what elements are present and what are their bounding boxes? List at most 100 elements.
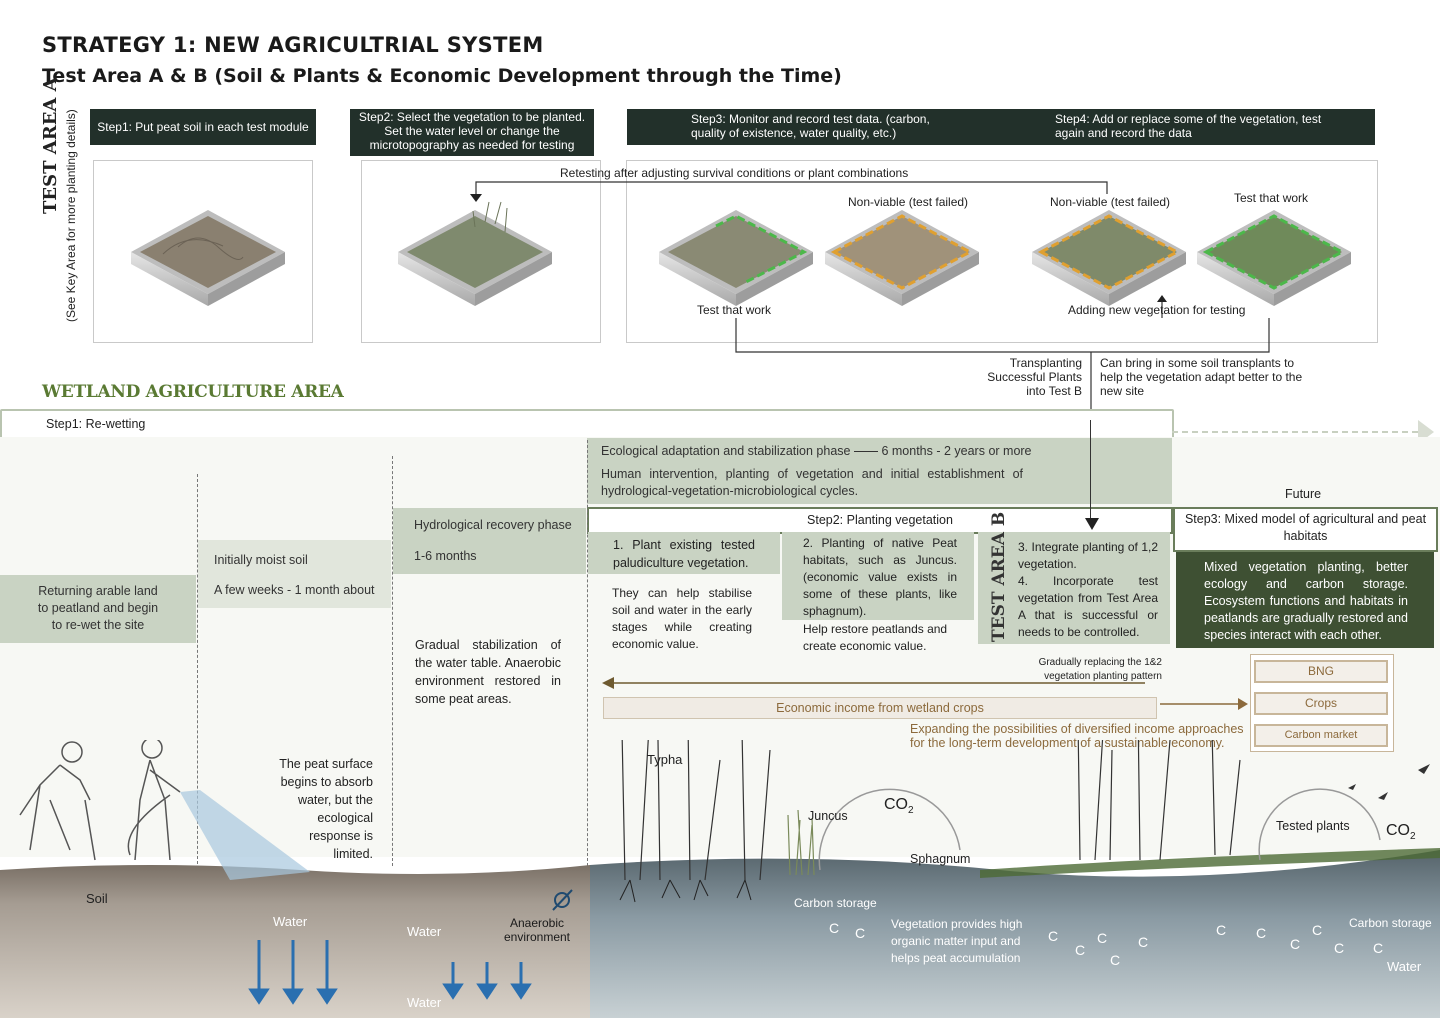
retest-arrowhead [470,194,482,202]
roots [619,879,752,903]
water-spray [180,790,310,880]
adding-vegetation-label: Adding new vegetation for testing [1068,303,1246,317]
water-label-4: Water [1387,959,1422,974]
plant1-box: 1. Plant existing tested paludiculture v… [588,532,780,574]
juncus-label: Juncus [808,809,848,823]
plant1-title: 1. Plant existing tested paludiculture v… [613,538,755,570]
carbon-storage-label-1: Carbon storage [794,896,877,910]
hydro-phase-title: Hydrological recovery phase [414,518,572,532]
carbon-symbol: C [1075,942,1086,958]
carbon-symbol: C [1334,940,1345,956]
co2-label-2: CO2 [1386,822,1416,842]
co2-label-1: CO2 [884,796,914,816]
returning-box: Returning arable land to peatland and be… [0,575,196,643]
step3-text: Step3: Monitor and record test data. (ca… [691,112,930,140]
typha-label: Typha [647,752,683,767]
moist-soil-time: A few weeks - 1 month about [214,583,375,597]
moist-soil-box: Initially moist soil A few weeks - 1 mon… [198,540,391,608]
carbon-symbol: C [855,925,866,941]
test-module-tray [659,210,813,306]
eco-phase-desc: Human intervention, planting of vegetati… [601,467,1023,498]
carbon-symbol: C [1290,936,1301,952]
divider [587,440,588,866]
water-label-2: Water [407,924,442,939]
test-area-b-box: TEST AREA B 3. Integrate planting of 1,2… [978,512,1170,644]
step3-mixed-bar: Step3: Mixed model of agricultural and p… [1173,507,1438,552]
birds [1348,764,1430,800]
gradually-label: Gradually replacing the 1&2 vegetation p… [1038,657,1162,682]
test-module-tray [131,210,285,306]
test-module-tray [825,210,979,306]
farmer-figure [19,741,96,861]
carbon-symbol: C [1312,922,1323,938]
test-work-label-bottom: Test that work [697,303,772,317]
test-work-label-top: Test that work [1234,191,1309,205]
waterer-figure [127,740,181,861]
step1-rewetting-label: Step1: Re-wetting [46,417,146,431]
hydro-phase-box: Hydrological recovery phase 1-6 months [393,508,586,574]
page-title: STRATEGY 1: NEW AGRICULTRIAL SYSTEM [42,33,544,57]
carbon-symbol: C [829,920,840,936]
transplant-label: Transplanting Successful Plants into Tes… [987,356,1082,398]
step2-box: Step2: Select the vegetation to be plant… [350,109,594,156]
transplant-arrowhead [1085,518,1099,530]
expanding-text: Expanding the possibilities of diversifi… [910,722,1244,750]
water-label-3: Water [407,995,442,1010]
carbon-symbol: C [1097,930,1108,946]
carbon-symbol: C [1110,952,1121,968]
co2-subscript: 2 [1410,831,1416,843]
nonviable-label-2: Non-viable (test failed) [1050,195,1171,209]
test-area-b-label: TEST AREA B [989,511,1009,642]
test-module-tray [1197,210,1351,306]
retest-arrow [475,181,1108,196]
hydro-phase-time: 1-6 months [414,549,477,563]
step1-box: Step1: Put peat soil in each test module [90,109,316,145]
water-label-1: Water [273,914,308,929]
step34-box: Step3: Monitor and record test data. (ca… [627,109,1375,145]
wetland-title: WETLAND AGRICULTURE AREA [42,382,344,402]
eco-phase-box: Ecological adaptation and stabilization … [587,438,1172,504]
co2-cycle-arc [1258,788,1381,861]
vegetation-high-text: Vegetation provides high organic matter … [891,917,1023,965]
carbon-symbol: C [1138,934,1149,950]
plant2-desc: Help restore peatlands and create econom… [803,622,948,653]
income-option-bng: BNG [1254,660,1388,683]
step2-planting-bar: Step2: Planting vegetation [587,507,1173,534]
income-arrow [602,677,1248,710]
water-arrows [248,940,532,1005]
soil-transplant-label: Can bring in some soil transplants to he… [1100,356,1303,398]
soil-label: Soil [86,891,108,906]
connector-line [735,318,1270,353]
hydro-phase-desc: Gradual stabilization of the water table… [415,638,561,706]
co2-cycle-arc [818,788,961,871]
plant1-desc: They can help stabilise soil and water i… [612,586,752,651]
moist-soil-title: Initially moist soil [214,553,308,567]
step1-rewetting-bar: Step1: Re-wetting [0,409,1174,439]
sphagnum-label: Sphagnum [910,852,971,866]
retest-label: Retesting after adjusting survival condi… [560,166,909,180]
carbon-symbol: C [1373,940,1384,956]
co2-text: CO [1386,822,1410,839]
ground-section-svg [0,740,1440,1018]
carbon-storage-label-2: Carbon storage [1349,916,1432,930]
divider [392,456,393,866]
plant2-title: 2. Planting of native Peat habitats, suc… [803,536,957,618]
divider [197,474,198,864]
returning-text: Returning arable land to peatland and be… [37,584,159,632]
juncus-plants [787,809,815,876]
test-modules-svg [131,181,1351,420]
carbon-symbol: C [1256,925,1267,941]
plant4-title: 4. Incorporate test vegetation from Test… [1018,574,1158,639]
anaerobic-icon [552,889,573,911]
mixed-model-box: Mixed vegetation planting, better ecolog… [1176,552,1434,648]
co2-text: CO [884,796,908,813]
income-option-crops: Crops [1254,692,1388,715]
test-module-tray [1032,210,1186,306]
tested-plants-label: Tested plants [1276,819,1350,833]
carbon-symbol: C [1216,922,1227,938]
future-label: Future [1285,487,1322,501]
test-module-tray [398,201,552,306]
transplant-line-lower [1090,420,1091,518]
plant2-box: 2. Planting of native Peat habitats, suc… [782,532,974,620]
anaerobic-label: Anaerobic environment [503,916,571,944]
